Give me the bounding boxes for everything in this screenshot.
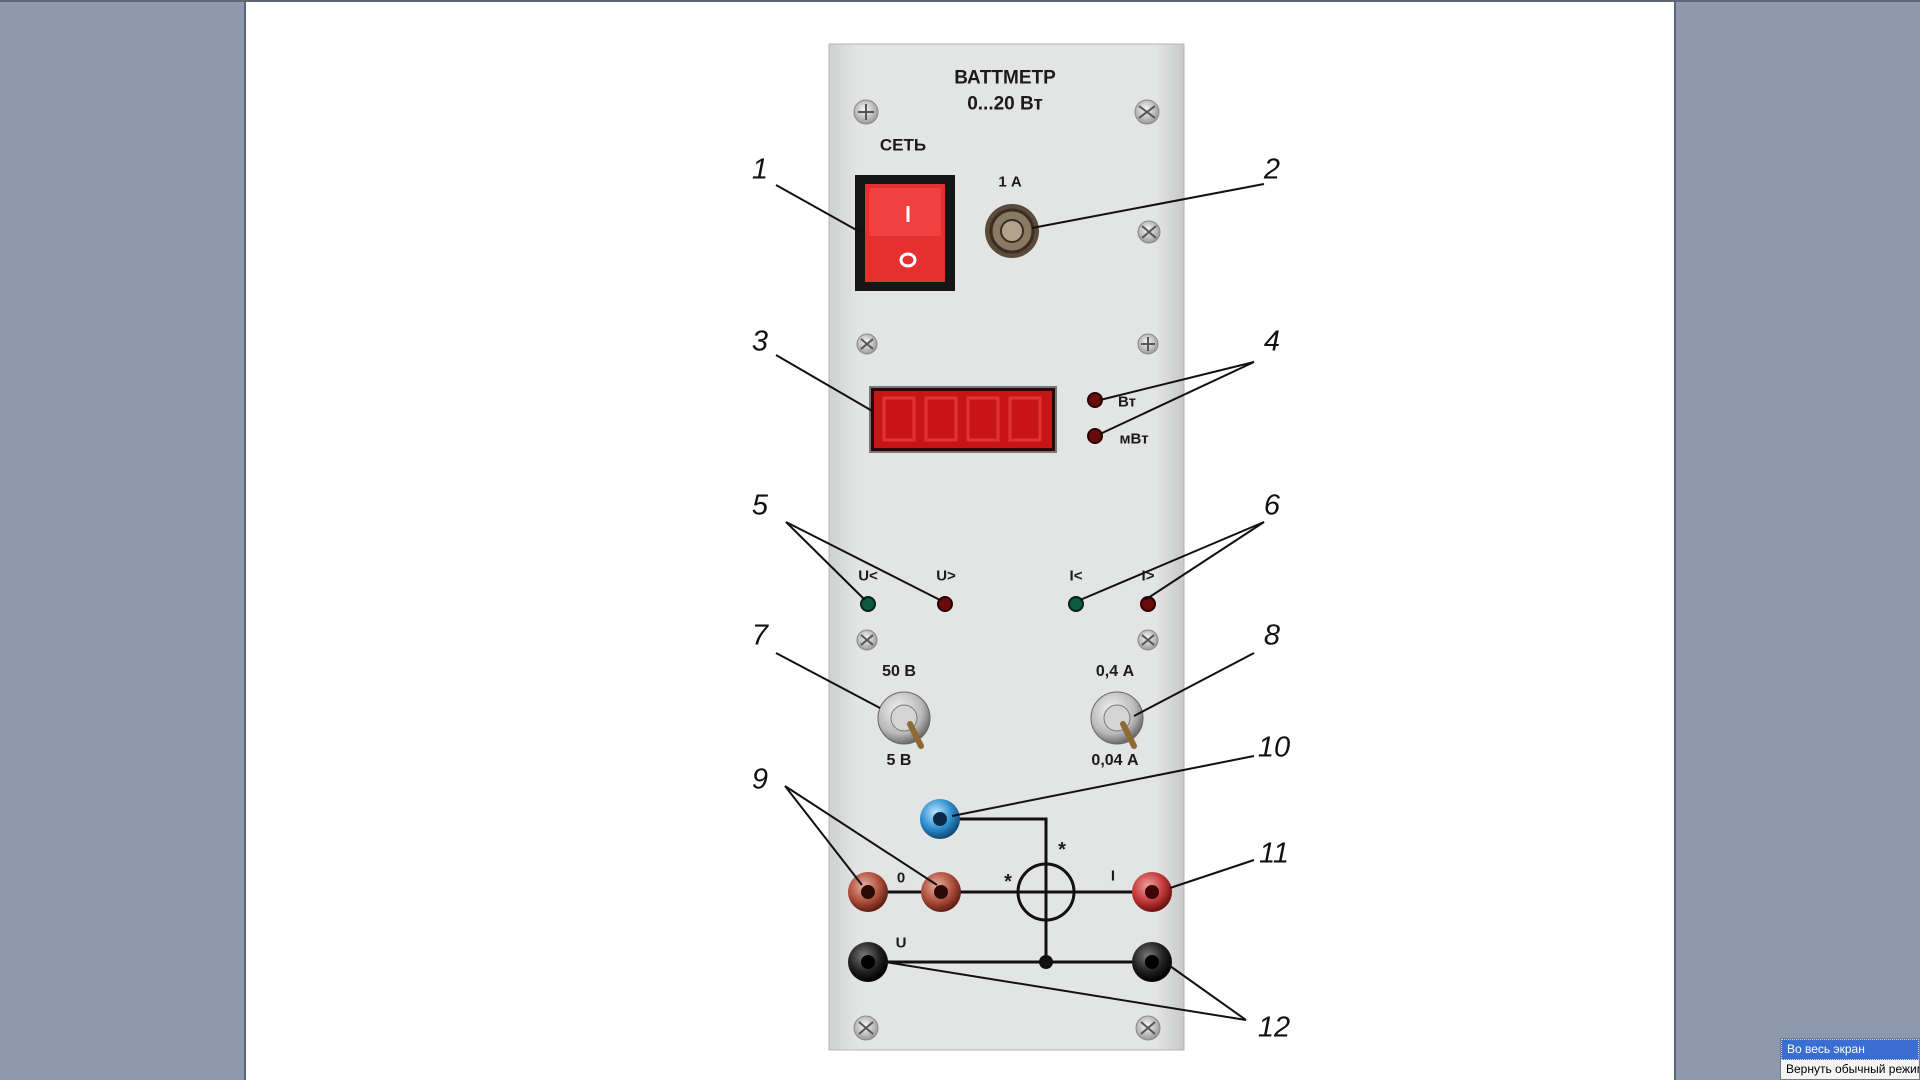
leader-lines [775,183,1265,1021]
callout-8: 8 [1263,619,1281,652]
screw-icon [1135,1015,1161,1041]
wiring-schematic [866,817,1152,964]
polarity-star-voltage: * [1058,839,1066,861]
callout-12: 12 [1257,1011,1291,1044]
callout-9: 9 [751,763,769,796]
screw-icon [1134,99,1160,125]
terminal-current-out[interactable] [1132,872,1172,912]
voltage-range-high-label: 50 В [882,663,916,680]
voltage-range-low-label: 5 В [886,752,912,769]
power-switch-label: СЕТЬ [879,135,927,155]
led-unit-w [1087,392,1103,408]
terminal-blue[interactable] [920,799,960,839]
screw-icon [853,1015,879,1041]
terminal-u-left[interactable] [848,942,888,982]
screw-icon [1137,629,1159,651]
u-low-label: U< [858,567,878,585]
led-unit-mw [1087,428,1103,444]
terminal-u-right[interactable] [1132,942,1172,982]
menu-item-fullscreen[interactable]: Во весь экран [1781,1039,1919,1060]
screw-icon [856,629,878,651]
fuse-rating-label: 1 А [998,173,1022,191]
terminal-zero-label: 0 [896,869,906,887]
led-u-high [937,596,953,612]
fuse-holder[interactable] [985,204,1039,258]
callout-4: 4 [1263,325,1281,358]
callout-10: 10 [1257,731,1291,764]
top-border [0,0,1920,2]
polarity-star-current: * [1004,871,1012,893]
callout-11: 11 [1258,837,1290,870]
unit-w-label: Вт [1118,393,1136,411]
panel-title: ВАТТМЕТР [954,67,1056,89]
screw-icon [853,99,879,125]
terminal-current-label: I [1110,867,1116,885]
terminal-zero-a[interactable] [848,872,888,912]
screw-icon [856,333,878,355]
current-range-high-label: 0,4 А [1095,663,1135,680]
callout-5: 5 [751,489,769,522]
callout-2: 2 [1263,153,1281,186]
panel-range: 0...20 Вт [967,93,1043,115]
unit-mw-label: мВт [1119,430,1149,448]
digital-display [869,386,1057,453]
current-range-low-label: 0,04 А [1091,752,1139,769]
i-high-label: I> [1141,567,1155,585]
current-range-toggle[interactable] [1090,691,1144,749]
screw-icon [1137,220,1161,244]
voltage-range-toggle[interactable] [877,691,931,749]
callout-6: 6 [1263,489,1281,522]
callout-1: 1 [751,153,769,186]
led-i-low [1068,596,1084,612]
terminal-voltage-label: U [895,934,907,952]
menu-item-restore-normal[interactable]: Вернуть обычный режим [1786,1062,1920,1076]
i-low-label: I< [1069,567,1083,585]
u-high-label: U> [936,567,956,585]
callout-7: 7 [751,619,769,652]
context-menu: Во весь экран Вернуть обычный режим [1780,1038,1920,1080]
callout-3: 3 [751,325,769,358]
junction-dot [1039,955,1053,969]
screw-icon [1137,333,1159,355]
power-switch[interactable] [855,175,955,291]
